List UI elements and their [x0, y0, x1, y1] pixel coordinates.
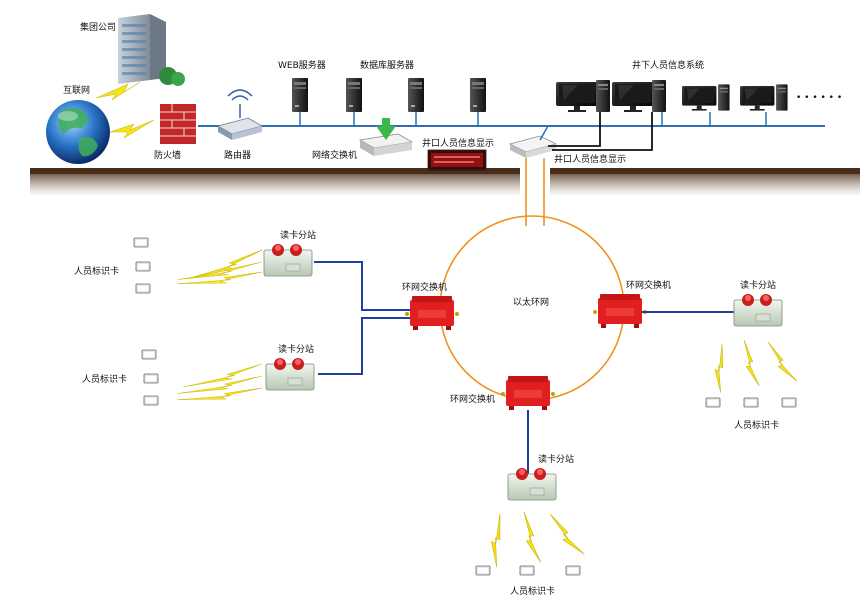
id-card-icon [133, 237, 149, 248]
shaft-display-label-2: 井口人员信息显示 [554, 153, 626, 165]
ring-switch-right-icon [593, 294, 647, 328]
pc-tower-icon [596, 80, 610, 112]
reader-right-label: 读卡分站 [740, 279, 776, 291]
lightning-icon [743, 339, 760, 387]
card-group-right [705, 397, 797, 408]
underground-system-label: 井下人员信息系统 [632, 59, 704, 71]
reader-bottom-label: 读卡分站 [538, 453, 574, 465]
reader-top-left-label: 读卡分站 [280, 229, 316, 241]
system-cables [548, 112, 653, 151]
company-building-icon [118, 14, 185, 86]
ethernet-ring [439, 215, 625, 401]
web-server-label: WEB服务器 [278, 59, 326, 71]
card-group-bottom [475, 565, 581, 576]
id-card-icon [565, 565, 581, 576]
db-server-icon [346, 78, 362, 112]
id-card-icon [781, 397, 797, 408]
ring-switch-bottom-label: 环网交换机 [450, 393, 495, 405]
pc-tower-icon [652, 80, 666, 112]
card-group-mid-left [141, 349, 159, 406]
id-card-icon [135, 261, 151, 272]
db-server-label: 数据库服务器 [360, 59, 414, 71]
db-server-icon [470, 78, 486, 112]
lightning-icon [549, 507, 585, 562]
lightning-icon [480, 513, 516, 568]
lightning-icon [523, 511, 542, 563]
lightning-icon [176, 375, 263, 395]
ring-switch-bottom-icon [501, 376, 555, 410]
reader-links [314, 261, 734, 486]
monitor-icon [612, 82, 654, 112]
internet-label: 互联网 [63, 85, 90, 96]
network-switch-label: 网络交换机 [312, 149, 357, 161]
card-top-left-label: 人员标识卡 [74, 265, 119, 277]
card-right-label: 人员标识卡 [734, 419, 779, 431]
firewall-icon [160, 104, 196, 144]
ground-line [30, 168, 860, 174]
lightning-icon [176, 379, 263, 408]
ring-switch-left-label: 环网交换机 [402, 281, 447, 293]
reader-station-bottom-icon [507, 467, 557, 501]
id-card-icon [143, 395, 159, 406]
router-label: 路由器 [224, 149, 251, 161]
lightning-icon [109, 119, 155, 139]
id-card-icon [143, 373, 159, 384]
reader-station-mid-left-icon [265, 357, 315, 391]
more-dots: • • • • • • [796, 93, 842, 103]
shaft-opening [520, 160, 550, 200]
reader-mid-left-label: 读卡分站 [278, 343, 314, 355]
monitor-icon [556, 82, 598, 112]
id-card-icon [705, 397, 721, 408]
card-mid-left-label: 人员标识卡 [82, 373, 127, 385]
orange-riser [525, 158, 545, 226]
lightning-icon [177, 363, 268, 388]
id-card-icon [519, 565, 535, 576]
id-card-icon [743, 397, 759, 408]
ring-switch-right-label: 环网交换机 [626, 279, 671, 291]
id-card-icon [141, 349, 157, 360]
router-icon [216, 89, 264, 140]
db-server-icon [408, 78, 424, 112]
core-switch-icon [508, 135, 558, 158]
lightning-icon [95, 81, 141, 101]
network-switch-icon [358, 118, 414, 156]
pc-drop-lines [661, 112, 767, 126]
lightning-icon [767, 336, 798, 387]
card-group-top-left [133, 237, 151, 294]
reader-station-top-left-icon [263, 243, 313, 277]
firewall-label: 防火墙 [154, 149, 181, 161]
ring-switch-left-icon [405, 296, 459, 330]
pc-workstation-icon [682, 84, 730, 111]
company-label: 集团公司 [80, 21, 116, 33]
led-display-board-icon [427, 149, 487, 171]
ethernet-ring-label: 以太环网 [513, 296, 549, 308]
web-server-icon [292, 78, 308, 112]
core-link-line [539, 125, 549, 141]
card-bottom-label: 人员标识卡 [510, 585, 555, 597]
shaft-display-label-1: 井口人员信息显示 [422, 137, 494, 149]
lightning-icon [705, 343, 737, 393]
globe-icon [46, 100, 110, 164]
pc-workstation-icon [740, 84, 788, 111]
id-card-icon [135, 283, 151, 294]
reader-station-right-icon [733, 293, 783, 327]
id-card-icon [475, 565, 491, 576]
